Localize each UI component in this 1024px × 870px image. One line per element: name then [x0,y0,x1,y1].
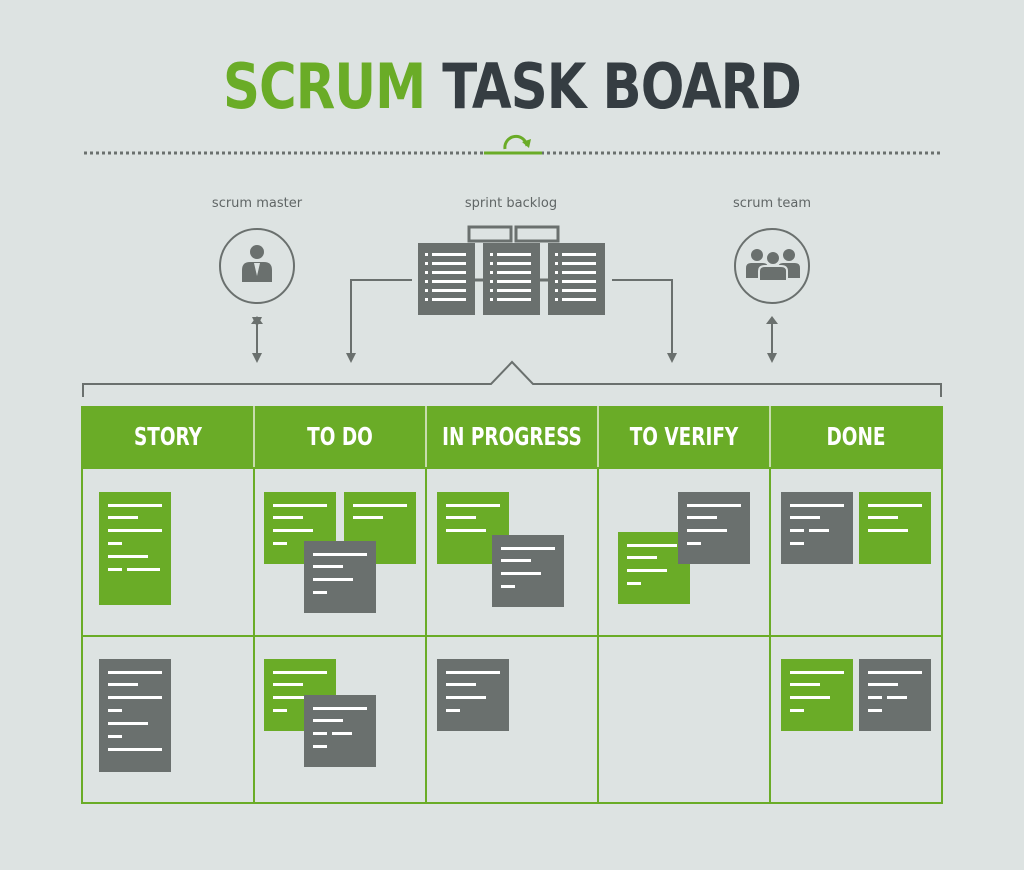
scrum-team-double-arrow [766,316,778,363]
scrum-team-icon [734,228,810,304]
title-scrum: SCRUM [223,50,426,123]
backlog-document [483,243,540,315]
task-card [859,659,931,731]
backlog-document [418,243,475,315]
scrum-team-label: scrum team [732,196,812,211]
task-card [678,492,750,564]
column-header-in-progress: IN PROGRESS [442,422,582,451]
column-header-to-do: TO DO [307,422,373,451]
task-card [99,492,171,605]
column-header-done: DONE [826,422,886,451]
scrum-master-double-arrow [251,316,263,363]
task-card [437,492,509,564]
task-card [859,492,931,564]
board-bracket [82,360,942,397]
task-card [492,535,564,607]
title-task-board: TASK BOARD [442,50,802,123]
task-card [99,659,171,772]
column-header-story: STORY [134,422,202,451]
cycle-arrow-icon [503,134,531,150]
businessman-icon [242,245,272,282]
backlog-flow-arrows [346,279,677,363]
scrum-master-icon [219,228,295,304]
team-icon [746,249,800,282]
board-header [81,406,943,468]
scrum-master-label: scrum master [211,196,303,211]
task-card [437,659,509,731]
task-card [781,659,853,731]
task-card [304,541,376,613]
task-card [781,492,853,564]
backlog-document [548,243,605,315]
column-header-to-verify: TO VERIFY [629,422,739,451]
board-grid [81,467,943,804]
document-stack-icon [418,225,605,315]
page-title: SCRUM TASK BOARD [41,50,983,123]
sprint-backlog-label: sprint backlog [464,196,558,211]
task-card [304,695,376,767]
cards-layer [99,492,931,772]
